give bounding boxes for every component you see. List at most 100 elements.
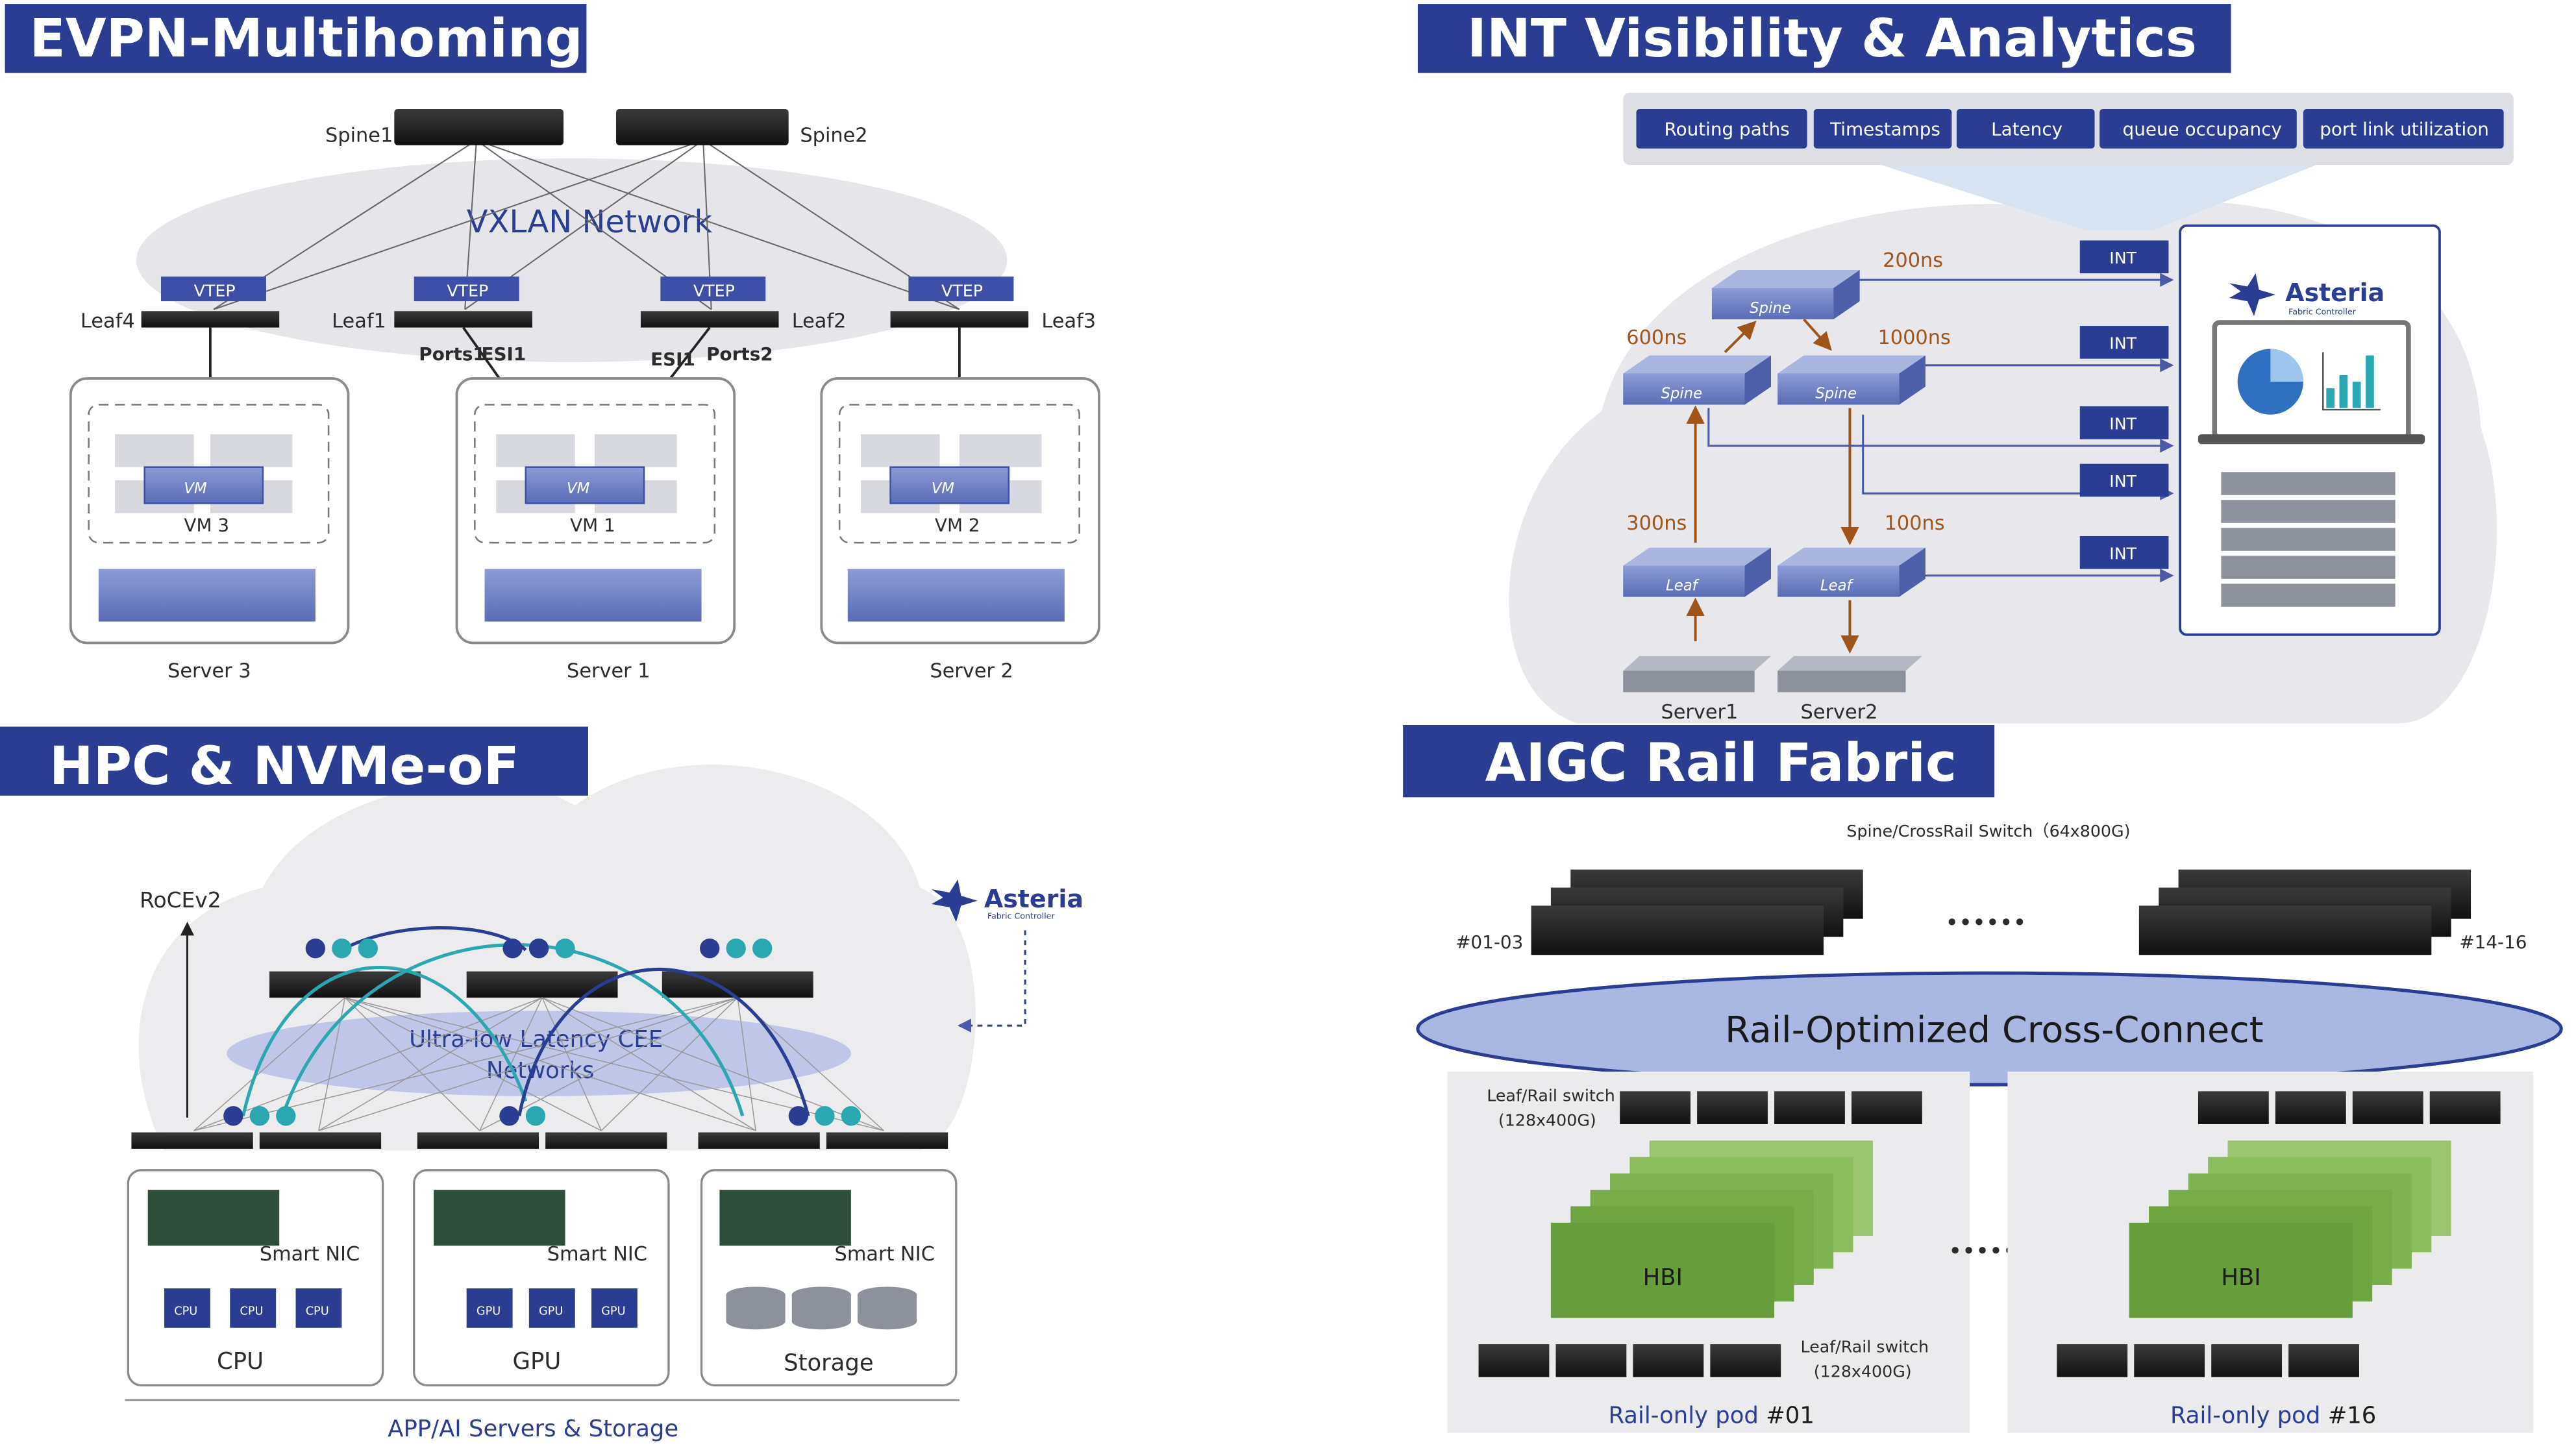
controller-dotted-arrow [957,930,1026,1033]
int-right-spine: Spine [1777,355,1926,405]
hpc-node-cpu: Smart NIC CPU CPU CPU CPU [127,1169,384,1386]
int-tag: INT [2109,544,2136,563]
hbi-label: HBI [1643,1264,1683,1291]
int-panel: INT Visibility & Analytics Routing paths… [1417,4,2514,724]
node-label: CPU [217,1348,264,1375]
hbi-label: HBI [2221,1264,2260,1291]
evpn-downlinks [209,326,961,380]
int-tags: INT INT INT INT INT [2079,240,2169,569]
server1-label: Server 1 [567,660,650,683]
server-box: VM VM 1 [455,377,736,645]
server-rack-icon [2221,472,2396,607]
vm-block [525,466,645,504]
int-tag: INT [2109,414,2136,433]
vm-block [889,466,1010,504]
vtep-leaf1: VTEP [394,276,532,328]
bar-chart-icon [2326,388,2334,408]
chip-label: Timestamps [1829,119,1940,140]
hpc-title-bar [0,726,588,796]
int-servers [1623,656,1922,693]
pod-right-name: Rail-only pod #16 [2170,1403,2376,1429]
esi1-left-label: ESI1 [481,343,526,365]
latency-left: 600ns [1626,326,1687,349]
spine-ellipsis: •••••• [1945,909,2026,936]
vm-label: VM [567,480,590,497]
int-tag: INT [2109,334,2136,352]
server-box: VM VM 2 [820,377,1100,645]
spine2-label: Spine2 [800,125,867,147]
pod-left: Leaf/Rail switch (128x400G) HBI Leaf/Rai… [1447,1071,1970,1433]
vm-block [143,466,264,504]
chip-label: Latency [1991,119,2062,140]
asteria-brand: Asteria [2285,278,2384,307]
latency-top: 200ns [1883,249,1943,272]
chip-latency [1956,109,2095,149]
leaf1-switch [394,311,532,328]
int-telemetry-lines [1707,273,2174,583]
hpc-title: HPC & NVMe-oF [49,736,519,797]
leaf-label: Leaf [1820,577,1854,594]
spine1-label: Spine1 [325,125,393,147]
nic-endpoints [223,938,861,1126]
asteria-star-icon [2229,273,2275,316]
pod-left-name: Rail-only pod #01 [1608,1403,1814,1429]
vm-name: VM 1 [570,514,615,535]
disk-icons [726,1286,917,1330]
vm-name: VM 2 [935,514,980,535]
leaf-switch-bottom-spec: (128x400G) [1814,1362,1912,1381]
spine1-switch [394,109,564,145]
latency-leaf-left: 300ns [1626,512,1687,535]
vtep-leaf4: VTEP [141,276,280,328]
latency-leaf-right: 100ns [1885,512,1945,535]
leaf-switch-bottom: Leaf/Rail switch [1801,1338,1929,1357]
leaf4-switch [141,311,280,328]
vm-label: VM [184,480,207,497]
asteria-controller-box: Asteria Fabric Controller [2179,224,2441,636]
hbi-stack: HBI [2129,1140,2451,1318]
hpc-footer: APP/AI Servers & Storage [388,1416,678,1442]
pod-right-num: #16 [2328,1403,2377,1429]
aigc-title: AIGC Rail Fabric [1485,733,1957,794]
int-tag: INT [2109,249,2136,267]
leaf3-switch [890,311,1029,328]
cee-network-line2: Networks [486,1057,594,1084]
spine-label: Spine [1750,300,1791,317]
leaf2-label: Leaf2 [792,310,847,333]
server3-label: Server 3 [167,660,251,683]
spine-group-right [2138,869,2471,955]
spine-group-left [1531,869,1863,955]
leaf-switch-top: Leaf/Rail switch [1487,1087,1615,1105]
chip-label: CPU [174,1305,197,1318]
leaf-switch-top-spec: (128x400G) [1498,1111,1596,1129]
server2-label: Server 2 [930,660,1013,683]
chip-label: GPU [477,1305,501,1318]
server-chassis [98,569,316,622]
chip-routing-paths [1636,109,1807,149]
cross-connect-label: Rail-Optimized Cross-Connect [1725,1009,2263,1051]
leaf1-label: Leaf1 [332,310,386,333]
int-top-spine: Spine [1711,270,1860,319]
cross-connect-ellipse [1416,971,2563,1087]
vm-label: VM [932,480,955,497]
hpc-spine-switch [466,971,618,998]
spine-switch-label: Spine/CrossRail Switch（64x800G) [1846,822,2130,841]
chip-label: CPU [306,1305,329,1318]
int-tag: INT [2109,472,2136,491]
aigc-title-bar [1403,725,1995,798]
evpn-title: EVPN-Multihoming [30,8,583,69]
hpc-spine-switch [662,971,813,998]
node-label: GPU [513,1348,562,1375]
leaf4-label: Leaf4 [80,310,135,333]
esi1-right-label: ESI1 [650,349,695,370]
vtep-label: VTEP [693,282,735,301]
vtep-label: VTEP [447,282,488,301]
vtep-leaf2: VTEP [640,276,779,328]
hpc-asteria-sub: Fabric Controller [987,911,1056,921]
chip-label: port link utilization [2320,119,2489,140]
laptop-base [2198,434,2425,445]
hpc-asteria-brand: Asteria [984,885,1084,913]
server-box: VM VM 3 [69,377,350,645]
aigc-panel: AIGC Rail Fabric Spine/CrossRail Switch（… [1403,725,2563,1433]
leaf3-label: Leaf3 [1041,310,1096,333]
evpn-panel: EVPN-Multihoming VXLAN Network Spine1 Sp… [5,4,1100,683]
